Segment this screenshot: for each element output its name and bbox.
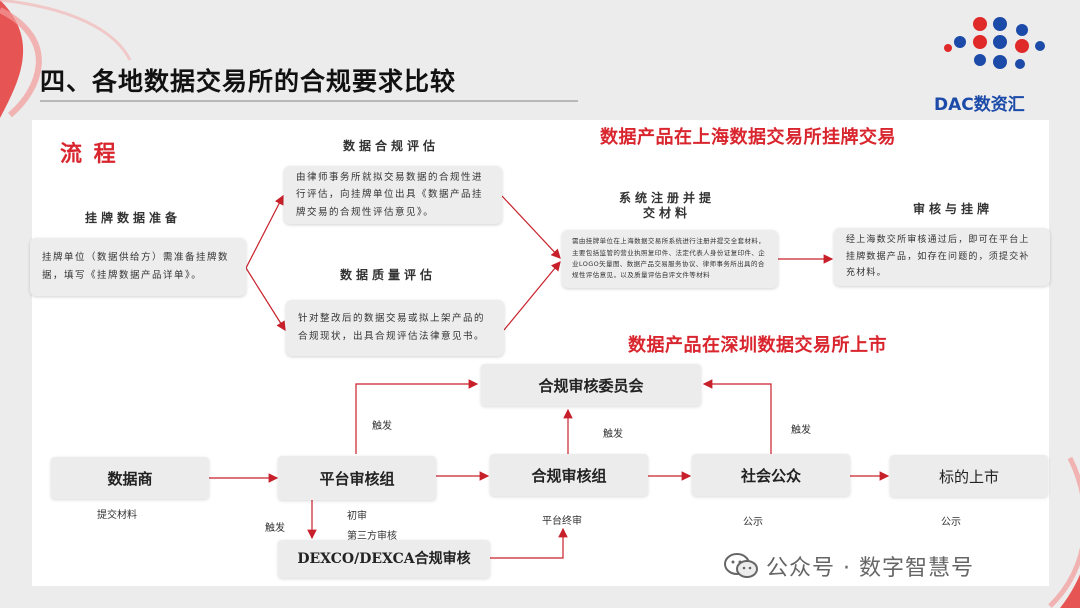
brand-wordmark: DAC数资汇: [934, 90, 1025, 115]
note-trigger-2: 触发: [603, 429, 623, 440]
wechat-icon: [724, 553, 758, 578]
step-card-review: 经上海数交所审核通过后，即可在平台上挂牌数据产品，如存在问题的，须提交补充材料。: [834, 228, 1050, 286]
note-third-party: 第三方审核: [347, 531, 397, 542]
arrow-compliance-to-register: [501, 195, 561, 259]
decorative-swoosh-bottom-right: [1048, 448, 1080, 608]
note-trigger-4: 触发: [265, 523, 285, 534]
arrow-prepare-to-compliance: [245, 194, 284, 269]
node-committee: 合规审核委员会: [481, 364, 701, 406]
node-compliance-group-label: 合规审核组: [531, 466, 607, 485]
step-text-review: 经上海数交所审核通过后，即可在平台上挂牌数据产品，如存在问题的，须提交补充材料。: [846, 235, 1030, 279]
step-card-register: 需由挂牌单位在上海数据交易所系统进行注册并提交全套材料，主要包括监管的营业执照复…: [562, 230, 778, 288]
node-dexco-label: DEXCO/DEXCA合规审核: [297, 550, 471, 567]
brand-prefix: DAC: [934, 95, 974, 115]
arrow-dexco-to-compliance: [490, 527, 568, 559]
step-label-prepare: 挂牌数据准备: [85, 211, 182, 225]
section-label: 流 程: [60, 142, 118, 167]
watermark: 公众号 · 数字智慧号: [724, 550, 974, 582]
title-divider: [40, 100, 578, 102]
shanghai-heading: 数据产品在上海数据交易所挂牌交易: [600, 127, 896, 148]
node-committee-label: 合规审核委员会: [538, 376, 644, 395]
node-listing-label: 标的上市: [938, 467, 999, 486]
step-label-compliance: 数据合规评估: [343, 139, 440, 153]
note-publicity-2: 公示: [941, 517, 961, 528]
note-publicity-1: 公示: [743, 517, 763, 528]
node-merchant-label: 数据商: [107, 469, 153, 488]
step-text-quality: 针对整改后的数据交易或拟上架产品的合规现状，出具合规评估法律意见书。: [298, 313, 486, 342]
node-compliance-group: 合规审核组: [490, 454, 648, 496]
arrow-public-to-committee: [702, 379, 772, 454]
step-card-prepare: 挂牌单位（数据供给方）需准备挂牌数据，填写《挂牌数据产品详单》。: [30, 238, 246, 296]
content-panel: [32, 120, 1049, 586]
node-platform-review: 平台审核组: [278, 456, 436, 500]
note-final: 平台终审: [542, 516, 582, 527]
brand-dots-icon: [944, 17, 1045, 69]
step-label-register: 系统注册并提交材料: [618, 191, 715, 220]
arrow-prepare-to-quality: [245, 267, 286, 332]
shenzhen-heading: 数据产品在深圳数据交易所上市: [628, 335, 887, 356]
brand-logo: DAC数资汇: [932, 14, 1052, 115]
page-title: 四、各地数据交易所的合规要求比较: [40, 67, 457, 96]
node-platform-review-label: 平台审核组: [319, 469, 395, 488]
step-card-quality: 针对整改后的数据交易或拟上架产品的合规现状，出具合规评估法律意见书。: [286, 300, 504, 356]
step-label-review: 审核与挂牌: [913, 202, 994, 216]
arrow-platform-to-committee: [355, 379, 479, 454]
brand-text: 数资汇: [973, 95, 1025, 115]
node-dexco: DEXCO/DEXCA合规审核: [278, 540, 490, 578]
note-submit: 提交材料: [97, 510, 137, 521]
step-text-prepare: 挂牌单位（数据供给方）需准备挂牌数据，填写《挂牌数据产品详单》。: [42, 252, 230, 281]
step-text-register: 需由挂牌单位在上海数据交易所系统进行注册并提交全套材料，主要包括监管的营业执照复…: [572, 237, 766, 280]
arrow-quality-to-register: [503, 261, 561, 331]
decorative-swoosh-top-left: [0, 0, 132, 118]
note-trigger-1: 触发: [372, 421, 392, 432]
step-label-quality: 数据质量评估: [340, 268, 437, 282]
step-card-compliance: 由律师事务所就拟交易数据的合规性进行评估，向挂牌单位出具《数据产品挂牌交易的合规…: [284, 166, 502, 224]
step-text-compliance: 由律师事务所就拟交易数据的合规性进行评估，向挂牌单位出具《数据产品挂牌交易的合规…: [296, 171, 484, 218]
note-initial: 初审: [347, 511, 367, 522]
note-trigger-3: 触发: [791, 425, 811, 436]
watermark-text: 公众号 · 数字智慧号: [766, 556, 974, 581]
node-merchant: 数据商: [51, 457, 209, 499]
node-public-label: 社会公众: [740, 466, 801, 485]
node-public: 社会公众: [692, 454, 850, 496]
node-listing: 标的上市: [890, 455, 1048, 497]
